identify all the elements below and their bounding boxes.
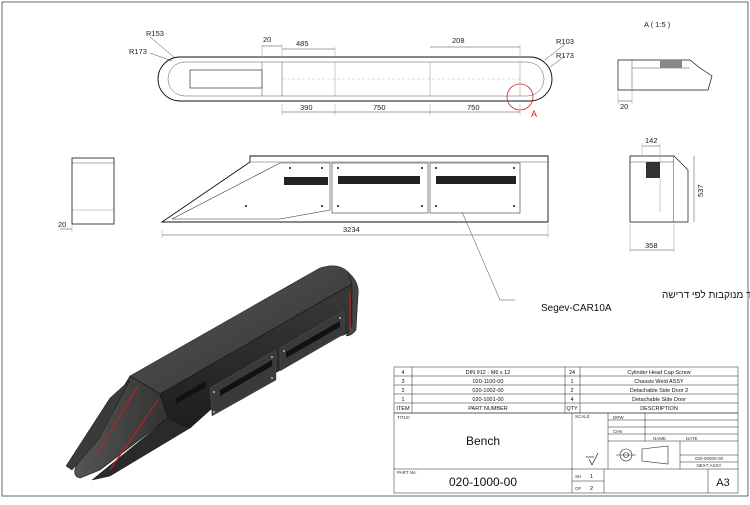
bom-row-1-item: 4 (401, 370, 404, 376)
bom-row-4-part: 020-1001-00 (472, 397, 503, 403)
bom-row-2-qty: 1 (570, 379, 573, 385)
detail-marker-a: A (531, 109, 537, 119)
detail-circle-a (506, 83, 534, 111)
dim-20-top: 20 (263, 35, 271, 44)
sheet-label: SH (575, 474, 581, 479)
dim-r173-left: R173 (129, 47, 147, 56)
surface-finish-icon (586, 452, 599, 466)
dim-537: 537 (696, 184, 705, 197)
sheet-value: 1 (590, 474, 593, 480)
detail-view-a (617, 59, 713, 104)
bom-header-part: PART NUMBER (468, 406, 507, 412)
bom-row-1-part: DIN 912 - M6 x 12 (466, 370, 511, 376)
title-block (393, 412, 739, 494)
title-label: TITLE: (397, 415, 411, 420)
of-label: OF (575, 486, 582, 491)
assy-ref: 020-00000-00 (695, 456, 724, 461)
dim-750-b: 750 (467, 103, 480, 112)
drawing-title: Bench (466, 434, 500, 448)
bom-row-4-desc: Detachable Side Door (632, 397, 686, 403)
front-view (160, 155, 549, 301)
bom-row-3-desc: Detachable Side Door 2 (630, 388, 688, 394)
bom-row-4-item: 1 (401, 397, 404, 403)
chk-label: CHK (613, 429, 623, 434)
bom-row-2-item: 3 (401, 379, 404, 385)
detail-label: A ( 1:5 ) (644, 20, 671, 29)
side-view (629, 143, 695, 253)
note-hebrew: דלתות צד מנוקבות לפי דרישה (662, 289, 750, 301)
bom-row-2-desc: Chassis Weld ASSY (634, 379, 684, 385)
top-view (149, 36, 566, 115)
dim-750-a: 750 (373, 103, 386, 112)
left-end-view (60, 157, 115, 232)
drw-label: DRW (613, 415, 624, 420)
bom-row-4-qty: 4 (570, 397, 573, 403)
bom-row-1-qty: 24 (569, 370, 575, 376)
isometric-render (65, 265, 359, 481)
dim-20-left: 20 (58, 220, 66, 229)
dim-485: 485 (296, 39, 309, 48)
projection-symbol-icon (616, 445, 669, 465)
sheet-border (1, 1, 749, 497)
bom-header-qty: QTY (566, 406, 578, 412)
scale-label: SCALE (575, 414, 590, 419)
bom-header-desc: DESCRIPTION (640, 406, 678, 412)
note-part-ref: Segev-CAR10A (541, 303, 612, 314)
bom-row-1-desc: Cylinder Head Cap Screw (627, 370, 690, 376)
dim-390: 390 (300, 103, 313, 112)
dim-3234: 3234 (343, 225, 360, 234)
next-assy-label: NEXT ASSY (697, 463, 722, 468)
dim-208: 208 (452, 36, 465, 45)
date-label: DATE (686, 436, 698, 441)
bom-row-3-qty: 2 (570, 388, 573, 394)
bom-header-item: ITEM (396, 406, 410, 412)
name-label: NAME (653, 436, 666, 441)
dim-142: 142 (645, 136, 658, 145)
detail-dim-20: 20 (620, 102, 628, 111)
part-number: 020-1000-00 (449, 475, 517, 489)
bom-table (393, 366, 739, 414)
part-no-label: PART No: (397, 470, 417, 475)
bom-row-3-part: 020-1002-00 (472, 388, 503, 394)
sheet-size: A3 (716, 477, 729, 489)
bom-row-2-part: 020-1100-00 (473, 379, 504, 385)
dim-r153: R153 (146, 29, 164, 38)
dim-r173-right: R173 (556, 51, 574, 60)
of-value: 2 (590, 486, 593, 492)
bom-row-3-item: 2 (401, 388, 404, 394)
dim-r103: R103 (556, 37, 574, 46)
dim-358: 358 (645, 241, 658, 250)
